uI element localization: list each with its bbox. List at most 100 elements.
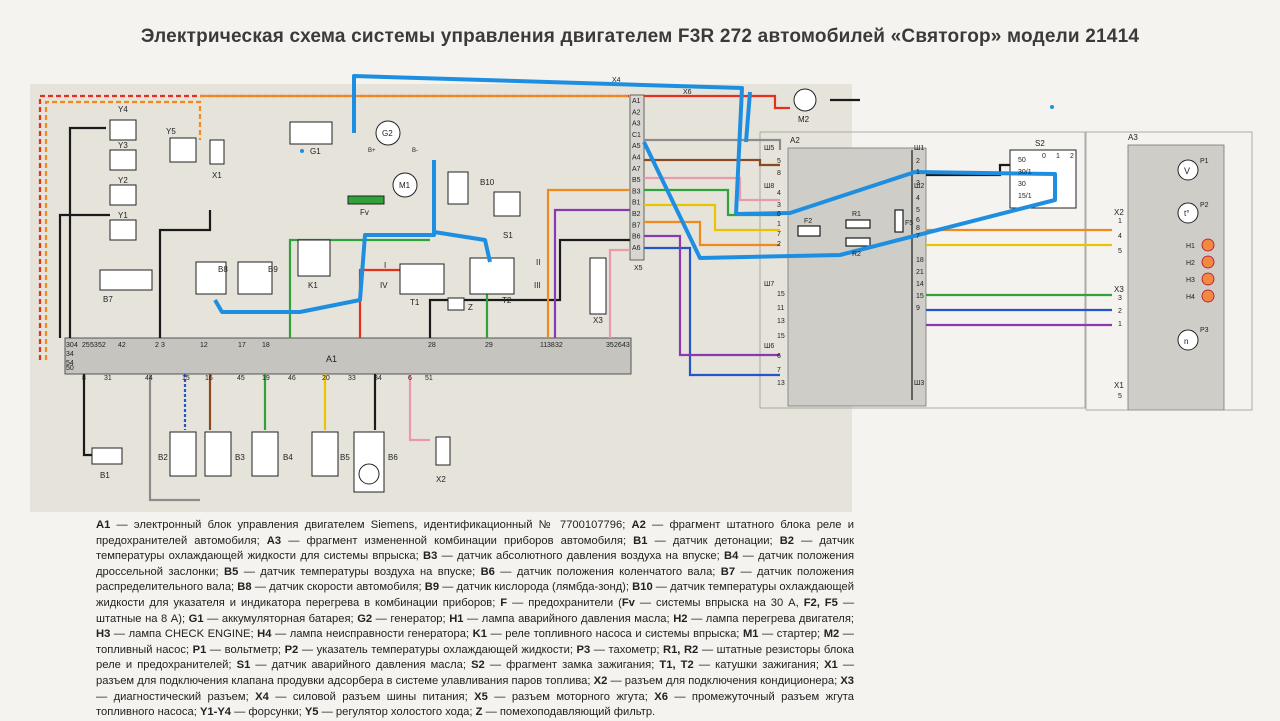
ecu-top-pin-42: 42: [118, 342, 126, 349]
resistor-r2: [845, 237, 871, 247]
label-m2: M2: [798, 115, 810, 124]
temp-gauge-p2: [1177, 202, 1199, 224]
ground-wire-1: [68, 126, 106, 338]
label-m1: M1: [399, 181, 411, 190]
label-fv: Fv: [360, 208, 369, 217]
connector-pin-A6: A6: [632, 245, 641, 252]
ecu-top-pin-26: 26: [614, 342, 622, 349]
injector-y2-symbol: [109, 184, 137, 206]
a2-right-pin-5: 5: [916, 207, 920, 214]
label-b1: B1: [100, 471, 110, 480]
a3-outline: [1085, 131, 1253, 411]
a2-pin-15: 15: [777, 333, 785, 340]
label-b-plus: B+: [368, 148, 376, 154]
ecu-top-pin-43: 43: [622, 342, 630, 349]
ecu-top-pin-54: 54: [66, 360, 74, 367]
a3-pin-4: 2: [1118, 308, 1122, 315]
label-x3-a3: X3: [1114, 285, 1124, 294]
a2-right-pin-18: 18: [916, 257, 924, 264]
a2-pin-6: 6: [777, 353, 781, 360]
ecu-bottom-pin-34: 34: [374, 375, 382, 382]
wire-yellow: [644, 203, 780, 232]
connector-pin-B2: B2: [632, 211, 641, 218]
a2-right-pin-15: 15: [916, 293, 924, 300]
label-h4: H4: [1186, 294, 1195, 301]
wire-pink: [644, 176, 780, 202]
a2-right-pin-14: 14: [916, 281, 924, 288]
sensor-b2-symbol: [169, 431, 197, 477]
label-h1: H1: [1186, 243, 1195, 250]
a2-internal: [797, 150, 913, 400]
a2-outline: [759, 131, 1086, 409]
fuse-f2: [797, 225, 821, 237]
block-header-1: Ш8: [764, 183, 774, 190]
wire-coil-orange: [546, 188, 630, 338]
wire-coil-pink: [608, 248, 630, 338]
resistor-r1: [845, 219, 871, 229]
voltmeter-symbol: V: [1184, 166, 1190, 176]
idle-regulator-y5-symbol: [169, 137, 197, 163]
a2-pin-13: 13: [777, 380, 785, 387]
tachometer-symbol: n: [1184, 337, 1188, 346]
wire-blue: [644, 246, 780, 377]
ground-wire-4: [428, 238, 630, 338]
tachometer-p3: [1177, 329, 1199, 351]
ecu-bottom-pin-20: 20: [322, 375, 330, 382]
a2-pin-3: 3: [777, 202, 781, 209]
lamp-h4: [1201, 289, 1215, 303]
highlight-dot-2: [1050, 105, 1054, 109]
label-f2: F2: [804, 218, 812, 225]
fuse-fv-symbol: [347, 195, 385, 205]
a2-right-pin-6: 6: [916, 217, 920, 224]
ecu-bottom-pin-46: 46: [288, 375, 296, 382]
a2-pin-7: 7: [777, 231, 781, 238]
sensor-b10-symbol: [447, 171, 469, 205]
connector-pin-A4: A4: [632, 155, 641, 162]
ecu-top-pin-34: 34: [66, 351, 74, 358]
wire-violet: [644, 234, 780, 357]
label-coil-iv: IV: [380, 281, 388, 290]
block-header-6: Ш3: [914, 380, 924, 387]
label-x2: X2: [436, 475, 446, 484]
s2-position-2: 2: [1070, 153, 1074, 160]
coil-t2-symbol: [469, 257, 515, 295]
label-g1: G1: [310, 147, 321, 156]
legend-text: A1 — электронный блок управления двигате…: [96, 519, 855, 719]
label-x1-right: X1: [1114, 381, 1124, 390]
ecu-top-pin-28: 28: [428, 342, 436, 349]
coil-t1-symbol: [399, 263, 445, 295]
label-x5: X5: [634, 265, 643, 272]
a2-right-pin-3: 3: [916, 180, 920, 187]
ecu-top-pin-38: 38: [547, 342, 555, 349]
label-p1: P1: [1200, 158, 1209, 165]
injector-y1-symbol: [109, 219, 137, 241]
label-b-minus: B-: [412, 148, 418, 154]
ecu-top-pin-29: 29: [485, 342, 493, 349]
ecu-top-pin-25: 25: [82, 342, 90, 349]
s2-pin-2: 30: [1018, 181, 1026, 188]
ground-wire-3: [158, 210, 212, 338]
sensor-b1-symbol: [91, 447, 123, 465]
a2-pin-5: 5: [777, 158, 781, 165]
block-header-0: Ш5: [764, 145, 774, 152]
label-y2: Y2: [118, 176, 128, 185]
sensor-b8-symbol: [195, 261, 227, 295]
label-k1: K1: [308, 281, 318, 290]
ecu-bottom-pin-44: 44: [145, 375, 153, 382]
connector-pin-A3: A3: [632, 121, 641, 128]
highlight-trace-k1: [433, 230, 492, 263]
a2-pin-6: 6: [777, 211, 781, 218]
fuel-pump-m2-symbol: [793, 88, 817, 112]
connector-pin-B5: B5: [632, 177, 641, 184]
label-f5: F5: [905, 220, 913, 227]
generator-g2-symbol: [375, 120, 401, 146]
label-z: Z: [468, 303, 473, 312]
a3-instruments: V t° n: [1177, 159, 1215, 351]
label-y3: Y3: [118, 141, 128, 150]
a2-right-pin-8: 8: [916, 225, 920, 232]
highlight-trace-top: [352, 74, 744, 215]
block-header-2: Ш7: [764, 281, 774, 288]
